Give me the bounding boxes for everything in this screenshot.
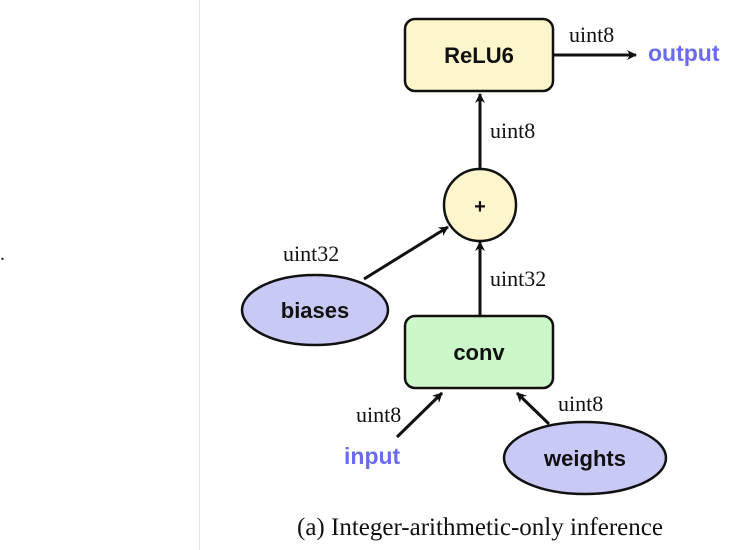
edge-biases-to-add <box>363 225 449 281</box>
panel-divider <box>199 0 200 550</box>
margin-mark: . <box>0 243 5 265</box>
edge-label-add-relu: uint8 <box>490 118 535 143</box>
edge-label-relu-output: uint8 <box>569 22 614 47</box>
add-symbol: + <box>474 196 486 218</box>
relu6-node: ReLU6 <box>403 17 555 93</box>
edge-label-conv-add: uint32 <box>490 266 546 291</box>
conv-label: conv <box>453 340 505 365</box>
output-label: output <box>648 40 720 66</box>
conv-node: conv <box>403 314 555 390</box>
edge-label-biases-add: uint32 <box>283 241 339 266</box>
edge-label-weights-conv: uint8 <box>558 391 603 416</box>
biases-label: biases <box>281 298 350 323</box>
add-node: + <box>442 167 518 243</box>
weights-node: weights <box>502 420 668 496</box>
edge-weights-to-conv <box>515 391 551 426</box>
relu6-label: ReLU6 <box>444 43 514 68</box>
edge-label-input-conv: uint8 <box>356 402 401 427</box>
weights-label: weights <box>543 446 626 471</box>
input-label: input <box>344 443 401 469</box>
biases-node: biases <box>240 273 390 347</box>
edge-input-to-conv <box>395 391 444 439</box>
figure-caption: (a) Integer-arithmetic-only inference <box>297 514 663 541</box>
